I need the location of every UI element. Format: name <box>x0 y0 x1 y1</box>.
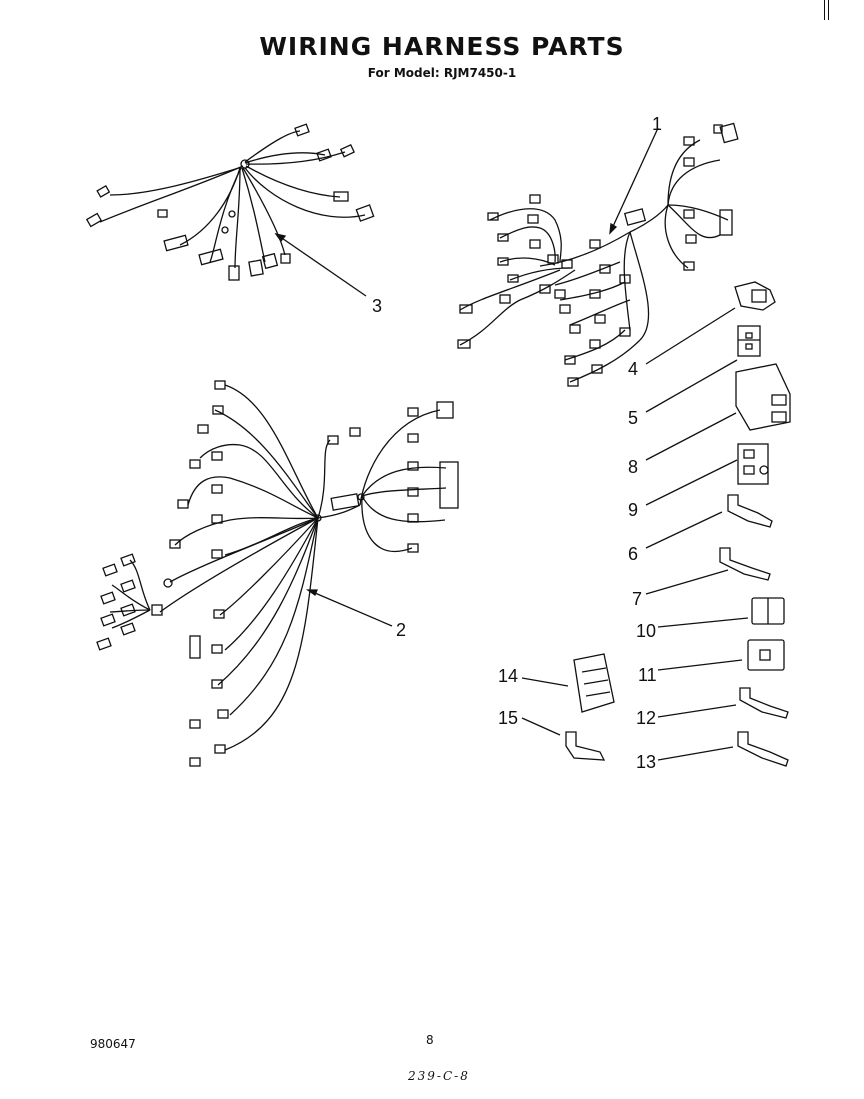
leader-3 <box>275 233 367 297</box>
callout-5: 5 <box>628 408 638 428</box>
callout-9: 9 <box>628 500 638 520</box>
model-subtitle: For Model: RJM7450-1 <box>367 66 517 80</box>
callout-15: 15 <box>498 708 518 728</box>
harness-1 <box>457 122 739 387</box>
handwritten-note: 239-C-8 <box>408 1069 470 1083</box>
callout-11: 11 <box>638 665 657 685</box>
callout-3: 3 <box>372 296 382 316</box>
leader-2 <box>307 589 393 627</box>
callout-12: 12 <box>636 708 656 728</box>
page-number: 8 <box>426 1033 434 1047</box>
callout-6: 6 <box>628 544 638 564</box>
callout-8: 8 <box>628 457 638 477</box>
callout-7: 7 <box>632 589 642 609</box>
callout-13: 13 <box>636 752 656 772</box>
part-4-connector <box>734 281 776 311</box>
part-15-terminal <box>565 731 606 761</box>
callout-4: 4 <box>628 359 638 379</box>
page-title: WIRING HARNESS PARTS <box>259 32 625 61</box>
part-8-connector <box>735 363 791 431</box>
callout-2: 2 <box>396 620 406 640</box>
part-14-connector-housing <box>573 653 615 713</box>
document-number: 980647 <box>90 1037 136 1051</box>
harness-2 <box>96 380 459 767</box>
callout-14: 14 <box>498 666 518 686</box>
part-11-housing <box>747 639 785 671</box>
part-12-terminal <box>739 687 789 719</box>
part-10-housing <box>751 597 785 625</box>
part-5-connector <box>737 325 761 357</box>
callout-1: 1 <box>652 114 662 134</box>
part-13-terminal <box>737 731 789 767</box>
harness-3 <box>85 123 375 281</box>
leader-1 <box>609 127 659 234</box>
part-7-terminal <box>719 547 771 581</box>
callout-10: 10 <box>636 621 656 641</box>
part-6-terminal <box>727 494 773 528</box>
part-9-connector <box>737 443 769 485</box>
edge-mark <box>824 0 829 20</box>
